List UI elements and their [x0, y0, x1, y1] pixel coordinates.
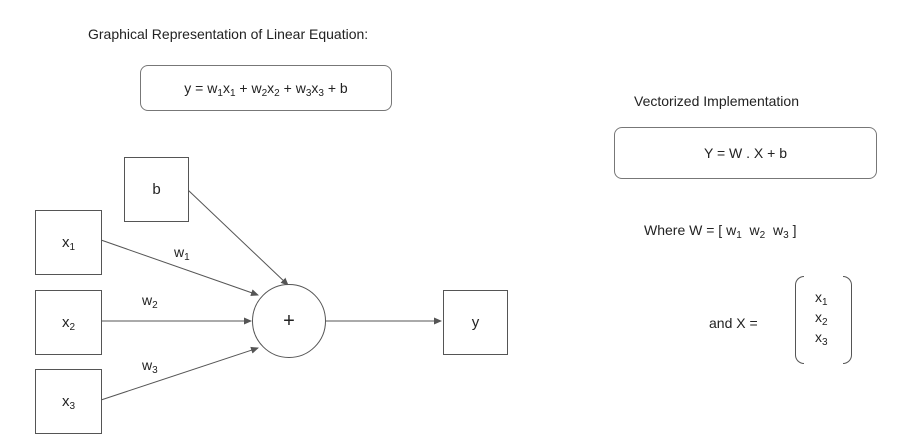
- vector-equation-box: Y = W . X + b: [614, 127, 877, 179]
- scalar-equation: y = w1x1 + w2x2 + w3x3 + b: [184, 80, 348, 99]
- node-x2: x2: [35, 290, 102, 355]
- weight-label-w3: w3: [142, 357, 158, 376]
- node-b-label: b: [152, 181, 161, 198]
- eq-term-2-x: x: [267, 80, 275, 96]
- edge-x3-sum: [100, 346, 259, 401]
- where-w-definition: Where W = [ w1 w2 w3 ]: [644, 222, 797, 241]
- x-vector-right-bracket: [843, 276, 852, 364]
- sum-node: +: [252, 284, 326, 358]
- eq-term-2-w: w: [251, 80, 262, 96]
- weight-label-w2: w2: [142, 292, 158, 311]
- node-b: b: [124, 157, 189, 222]
- eq-term-3-x: x: [311, 80, 319, 96]
- left-title: Graphical Representation of Linear Equat…: [88, 26, 369, 42]
- node-x3-label: x3: [61, 393, 76, 412]
- vector-equation: Y = W . X + b: [703, 145, 787, 161]
- eq-term-1-x: x: [222, 80, 230, 96]
- sum-symbol: +: [283, 309, 295, 332]
- x-vector-item-3: x3: [815, 329, 828, 348]
- node-x3: x3: [35, 369, 102, 434]
- eq-term-3-w: w: [295, 80, 306, 96]
- node-x2-label: x2: [61, 314, 76, 333]
- scalar-equation-box: y = w1x1 + w2x2 + w3x3 + b: [140, 65, 392, 111]
- edge-b-sum: [187, 189, 289, 286]
- and-x-label: and X =: [709, 315, 758, 331]
- right-title: Vectorized Implementation: [634, 93, 799, 109]
- edge-x1-sum: [100, 239, 259, 296]
- x-vector-item-2: x2: [815, 309, 828, 328]
- x-vector-left-bracket: [795, 276, 804, 364]
- weight-label-w1: w1: [174, 244, 190, 263]
- node-x1-label: x1: [61, 234, 76, 253]
- node-y-label: y: [471, 314, 480, 331]
- node-y: y: [443, 290, 508, 355]
- node-x1: x1: [35, 210, 102, 275]
- x-vector-item-1: x1: [815, 289, 828, 308]
- eq-term-1-w: w: [207, 80, 218, 96]
